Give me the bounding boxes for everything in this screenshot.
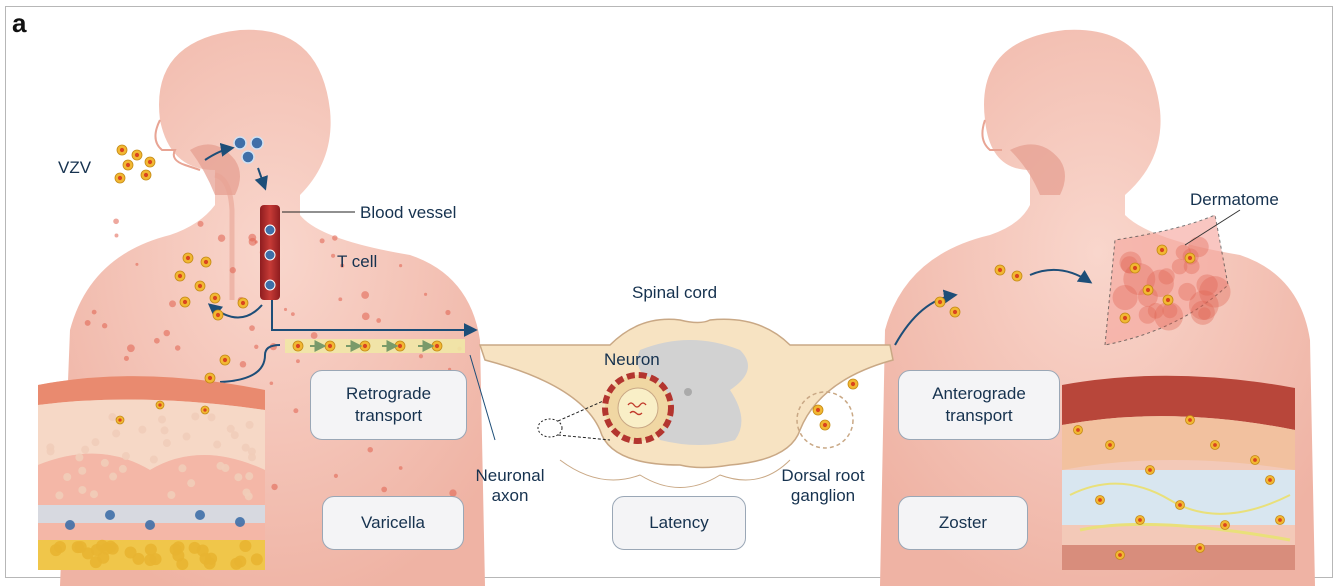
- axon-band: [285, 339, 465, 353]
- anterograde-line2: transport: [945, 405, 1012, 427]
- drg-line2: ganglion: [768, 486, 878, 506]
- anterograde-line1: Anterograde: [932, 383, 1026, 405]
- skin-section-varicella: [38, 376, 265, 570]
- blood-vessel-label: Blood vessel: [360, 203, 456, 223]
- neuron-label: Neuron: [604, 350, 660, 370]
- retrograde-line1: Retrograde: [346, 383, 431, 405]
- drg-line1: Dorsal root: [768, 466, 878, 486]
- panel-letter: a: [12, 8, 26, 39]
- drg-label: Dorsal root ganglion: [768, 466, 878, 506]
- spinal-cord-label: Spinal cord: [632, 283, 717, 303]
- spinal-cord: [480, 319, 893, 487]
- zoster-box: Zoster: [898, 496, 1028, 550]
- vzv-label: VZV: [58, 158, 91, 178]
- neuronal-axon-line2: axon: [470, 486, 550, 506]
- skin-section-zoster: [1062, 376, 1295, 570]
- varicella-box: Varicella: [322, 496, 464, 550]
- retrograde-line2: transport: [355, 405, 422, 427]
- retrograde-transport-box: Retrograde transport: [310, 370, 467, 440]
- t-cell-label: T cell: [337, 252, 377, 272]
- anterograde-transport-box: Anterograde transport: [898, 370, 1060, 440]
- dermatome-label: Dermatome: [1190, 190, 1279, 210]
- neuronal-axon-line1: Neuronal: [470, 466, 550, 486]
- neuronal-axon-label: Neuronal axon: [470, 466, 550, 506]
- latency-box: Latency: [612, 496, 746, 550]
- vzv-cluster: [115, 145, 155, 183]
